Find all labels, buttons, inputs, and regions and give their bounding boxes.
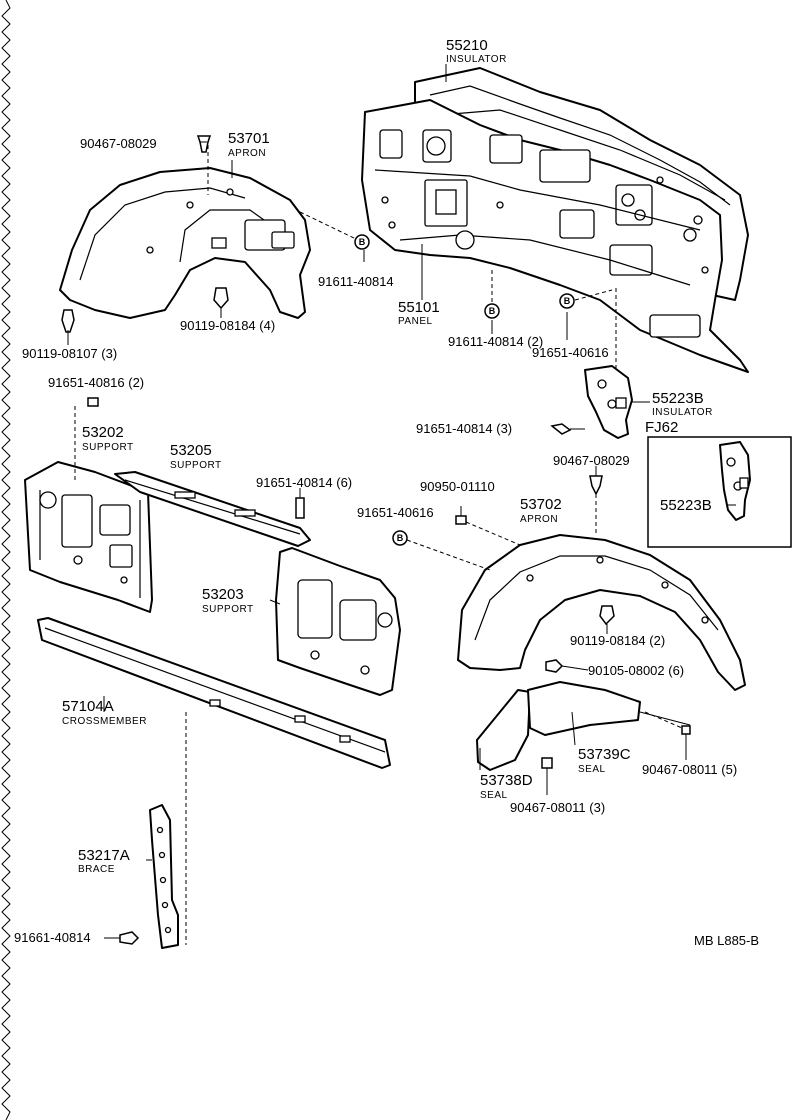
clip-icon	[455, 515, 467, 525]
label-name-53739c: SEAL	[578, 764, 606, 775]
label-part-53202: 53202	[82, 424, 124, 441]
label-part-53205: 53205	[170, 442, 212, 459]
support-53202-part	[24, 461, 153, 613]
seal-53739c-part	[527, 681, 641, 736]
svg-text:B: B	[489, 306, 496, 316]
label-name-53738d: SEAL	[480, 790, 508, 801]
label-91611-40814-2: 91611-40814 (2)	[448, 334, 543, 349]
svg-text:B: B	[564, 296, 571, 306]
label-name-53202: SUPPORT	[82, 442, 134, 453]
insulator-55223b-part	[584, 365, 633, 439]
seal-53738d-part	[476, 689, 531, 771]
label-90119-08107: 90119-08107 (3)	[22, 346, 117, 361]
label-name-53217a: BRACE	[78, 864, 115, 875]
label-90105-08002: 90105-08002 (6)	[588, 663, 684, 678]
support-53203-part	[275, 547, 401, 696]
label-91651-40616-b: 91651-40616	[357, 505, 434, 520]
screw-icon	[545, 659, 564, 673]
clip-icon	[61, 309, 75, 333]
callout-b-2: B	[484, 303, 500, 319]
label-part-55210: 55210	[446, 37, 488, 54]
label-part-55223b: 55223B	[652, 390, 704, 407]
label-91611-40814-a: 91611-40814	[318, 274, 394, 289]
label-part-55101: 55101	[398, 299, 440, 316]
callout-b-4: B	[392, 530, 408, 546]
dashed-lines	[74, 145, 683, 945]
label-name-53701: APRON	[228, 148, 266, 159]
clip-icon	[681, 725, 691, 735]
leader-lines	[67, 64, 736, 939]
svg-text:B: B	[397, 533, 404, 543]
label-part-53701: 53701	[228, 130, 270, 147]
bolt-icon	[87, 397, 99, 407]
label-name-55210: INSULATOR	[446, 54, 507, 65]
left-border-zigzag	[1, 0, 11, 1120]
label-part-53203: 53203	[202, 586, 244, 603]
label-name-57104a: CROSSMEMBER	[62, 716, 147, 727]
label-90467-08011-5: 90467-08011 (5)	[642, 762, 737, 777]
bolt-icon	[295, 497, 305, 519]
label-90467-08029-b: 90467-08029	[553, 453, 630, 468]
label-90467-08011-3: 90467-08011 (3)	[510, 800, 605, 815]
drawing-reference: MB L885-B	[694, 933, 759, 948]
svg-text:B: B	[359, 237, 366, 247]
label-91651-40616-a: 91651-40616	[532, 345, 609, 360]
label-inset-code: FJ62	[645, 419, 678, 436]
bolt-icon	[119, 931, 140, 945]
label-91651-40816-2: 91651-40816 (2)	[48, 375, 144, 390]
label-part-53738d: 53738D	[480, 772, 533, 789]
apron-53702-part	[457, 534, 746, 691]
clip-icon	[196, 135, 212, 153]
label-part-53739c: 53739C	[578, 746, 631, 763]
label-name-53205: SUPPORT	[170, 460, 222, 471]
label-90119-08184-4: 90119-08184 (4)	[180, 318, 275, 333]
support-53205-part	[114, 471, 311, 547]
label-90467-08029-a: 90467-08029	[80, 136, 157, 151]
inset-frame-fj62	[647, 436, 792, 548]
clip-icon	[589, 475, 603, 496]
label-name-53203: SUPPORT	[202, 604, 254, 615]
label-inset-part: 55223B	[660, 497, 712, 514]
label-90950-01110: 90950-01110	[420, 479, 495, 494]
label-90119-08184-2: 90119-08184 (2)	[570, 633, 665, 648]
clip-icon	[599, 605, 615, 626]
label-part-57104a: 57104A	[62, 698, 114, 715]
bolt-icon	[541, 757, 553, 769]
brace-53217a-part	[149, 804, 179, 949]
panel-55101-part	[361, 99, 749, 373]
clip-icon	[213, 287, 229, 310]
inset-insulator-part	[719, 441, 751, 521]
callout-b-3: B	[559, 293, 575, 309]
label-name-53702: APRON	[520, 514, 558, 525]
bolt-icon	[550, 423, 572, 435]
label-91651-40814-6: 91651-40814 (6)	[256, 475, 352, 490]
crossmember-57104a-part	[37, 617, 391, 769]
label-91651-40814-3: 91651-40814 (3)	[416, 421, 512, 436]
label-91661-40814: 91661-40814	[14, 930, 91, 945]
label-part-53217a: 53217A	[78, 847, 130, 864]
label-part-53702: 53702	[520, 496, 562, 513]
callout-b-1: B	[354, 234, 370, 250]
apron-53701-part	[59, 167, 311, 319]
label-name-55101: PANEL	[398, 316, 433, 327]
label-name-55223b: INSULATOR	[652, 407, 713, 418]
